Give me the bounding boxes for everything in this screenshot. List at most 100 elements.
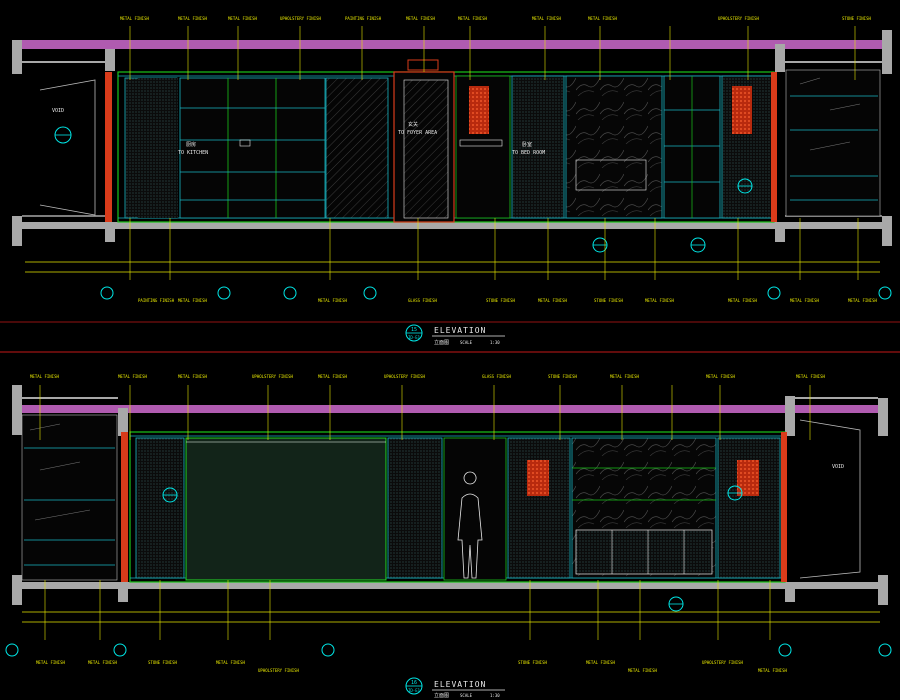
- bottom-opening: [443, 437, 507, 581]
- top-ceiling-slab: [12, 40, 892, 49]
- bottom-floor-slab: [12, 582, 887, 589]
- bottom-callout-label: STONE FINISH: [518, 660, 547, 665]
- top-title-marker-num: 15: [411, 327, 417, 333]
- bottom-callout-label: METAL FINISH: [318, 374, 347, 379]
- bottom-grid-marker: [878, 643, 892, 657]
- top-leader-lines: [129, 26, 859, 280]
- bottom-callout-label: METAL FINISH: [178, 374, 207, 379]
- top-callout-label: METAL FINISH: [178, 298, 207, 303]
- top-floor-slab: [12, 222, 892, 229]
- bottom-title-marker-ref: ID-E1: [408, 688, 421, 693]
- top-section-marker-c: [737, 178, 753, 194]
- bottom-callout-label: GLASS FINISH: [482, 374, 511, 379]
- top-room-label-kitchen-zh: 厨房: [186, 141, 196, 148]
- bottom-grid-marker: [321, 643, 335, 657]
- bottom-dimension-line: [22, 611, 880, 623]
- top-callouts-below: PAINTING FINISH METAL FINISH METAL FINIS…: [138, 298, 877, 303]
- bottom-section-marker-left: [162, 487, 178, 503]
- bottom-callout-label: UPHOLSTERY FINISH: [384, 374, 426, 379]
- person-silhouette-icon: [457, 471, 483, 579]
- top-section-marker-b: [690, 237, 706, 253]
- top-callout-label: STONE FINISH: [842, 16, 871, 21]
- top-callout-label: METAL FINISH: [178, 16, 207, 21]
- bottom-leader-lines: [39, 385, 811, 640]
- top-callout-label: METAL FINISH: [458, 16, 487, 21]
- top-callout-label: METAL FINISH: [532, 16, 561, 21]
- top-room-label-bedroom-zh: 卧室: [522, 141, 532, 148]
- top-callout-label: UPHOLSTERY FINISH: [280, 16, 322, 21]
- top-callout-label: STONE FINISH: [594, 298, 623, 303]
- bottom-callout-label: METAL FINISH: [586, 660, 615, 665]
- top-title-marker-ref: ID-E1: [408, 335, 421, 340]
- bottom-scale-label: SCALE: [460, 693, 473, 698]
- top-section-marker-a: [592, 237, 608, 253]
- bottom-elevation: VOID: [5, 374, 892, 699]
- bottom-title-text: ELEVATION: [434, 680, 486, 689]
- bottom-callout-label: UPHOLSTERY FINISH: [702, 660, 744, 665]
- bottom-title-marker-num: 16: [411, 680, 417, 686]
- bottom-callout-label: UPHOLSTERY FINISH: [252, 374, 294, 379]
- top-panel-diagonal: [325, 77, 389, 219]
- top-room-label-bedroom-en: TO BED ROOM: [512, 150, 545, 156]
- bottom-grid-marker: [5, 643, 19, 657]
- bottom-title-block: 16 ID-E1 ELEVATION 立面图 SCALE 1:30: [405, 677, 505, 699]
- bottom-title-zh: 立面图: [434, 692, 449, 699]
- bottom-grid-marker: [778, 643, 792, 657]
- bottom-callout-label: STONE FINISH: [148, 660, 177, 665]
- bottom-callout-label: METAL FINISH: [36, 660, 65, 665]
- top-callout-label: PAINTING FINISH: [345, 16, 382, 21]
- top-dimension-line: [25, 261, 880, 273]
- bottom-callouts-below: METAL FINISH METAL FINISH STONE FINISH M…: [36, 660, 787, 673]
- top-elevation: VOID: [12, 16, 892, 346]
- top-scale-label: SCALE: [460, 340, 473, 345]
- top-callout-label: STONE FINISH: [486, 298, 515, 303]
- top-cabinet-grid: [179, 77, 326, 219]
- top-grid-marker: [767, 286, 781, 300]
- top-scale-value: 1:30: [490, 340, 500, 345]
- bottom-scale-value: 1:30: [490, 693, 500, 698]
- bottom-void-label-right: VOID: [832, 464, 844, 470]
- top-section-marker-left: [54, 126, 72, 144]
- bottom-ceiling-slab: [12, 405, 887, 413]
- top-void-label-left: VOID: [52, 108, 64, 114]
- top-callout-label: METAL FINISH: [728, 298, 757, 303]
- top-title-text: ELEVATION: [434, 326, 486, 335]
- top-callout-label: UPHOLSTERY FINISH: [718, 16, 760, 21]
- top-callout-label: METAL FINISH: [645, 298, 674, 303]
- top-callout-label: GLASS FINISH: [408, 298, 437, 303]
- bottom-section-marker-right: [727, 485, 743, 501]
- top-callout-label: METAL FINISH: [406, 16, 435, 21]
- top-callout-label: PAINTING FINISH: [138, 298, 175, 303]
- bottom-callout-label: METAL FINISH: [796, 374, 825, 379]
- top-grid-marker: [283, 286, 297, 300]
- bottom-callout-label: METAL FINISH: [706, 374, 735, 379]
- top-callout-label: METAL FINISH: [790, 298, 819, 303]
- top-grid-marker: [878, 286, 892, 300]
- top-room-label-kitchen-en: TO KITCHEN: [178, 150, 208, 156]
- bottom-callout-label: METAL FINISH: [610, 374, 639, 379]
- top-room-label-foyer-zh: 玄关: [408, 121, 418, 128]
- top-callouts-above: METAL FINISH METAL FINISH METAL FINISH U…: [120, 16, 871, 21]
- top-red-sconce-right: [732, 86, 752, 134]
- bottom-section-marker-floor: [668, 596, 684, 612]
- top-room-label-foyer-en: TO FOYER AREA: [398, 130, 437, 136]
- top-callout-label: METAL FINISH: [318, 298, 347, 303]
- top-grid-marker: [100, 286, 114, 300]
- bottom-callout-label: UPHOLSTERY FINISH: [258, 668, 300, 673]
- top-grid-marker: [363, 286, 377, 300]
- bottom-callout-label: METAL FINISH: [88, 660, 117, 665]
- top-callout-label: METAL FINISH: [228, 16, 257, 21]
- top-panel-stone: [565, 75, 663, 219]
- top-red-sconce-left: [469, 86, 489, 134]
- top-ceiling-right-wall: [882, 30, 892, 74]
- bottom-callouts-above: METAL FINISH METAL FINISH METAL FINISH U…: [30, 374, 825, 379]
- bottom-callout-label: METAL FINISH: [30, 374, 59, 379]
- top-callout-label: METAL FINISH: [120, 16, 149, 21]
- bottom-red-sconce-right: [737, 460, 759, 496]
- bottom-callout-label: METAL FINISH: [118, 374, 147, 379]
- top-title-block: 15 ID-E1 ELEVATION 立面图 SCALE 1:30: [405, 324, 505, 346]
- bottom-callout-label: STONE FINISH: [548, 374, 577, 379]
- bottom-panel-curtain: [185, 437, 387, 581]
- bottom-grid-marker: [113, 643, 127, 657]
